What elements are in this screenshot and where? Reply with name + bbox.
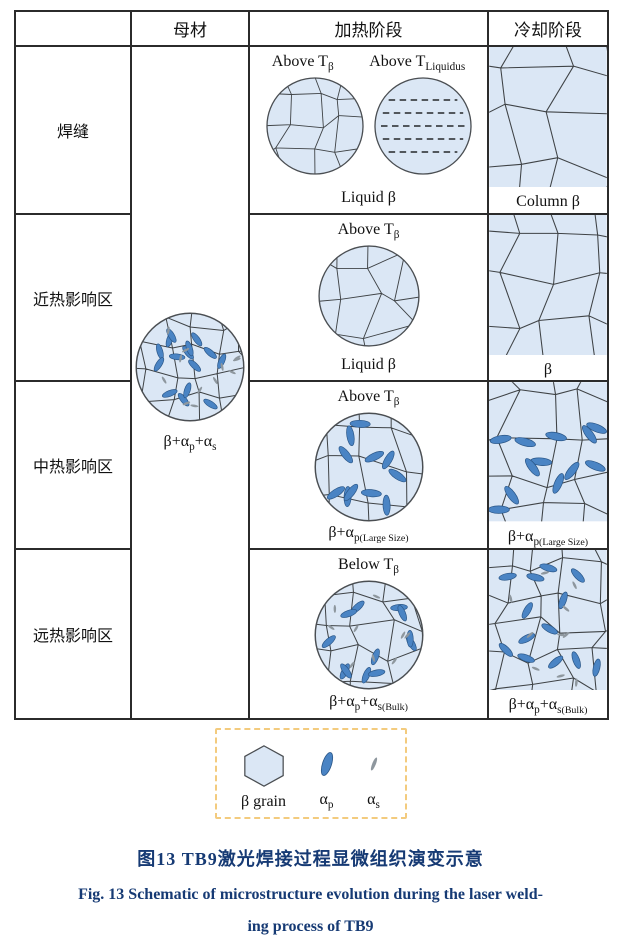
row-label-mid-haz: 中热影响区 <box>16 382 132 550</box>
cell-mid-haz-cooling: β+αp(Large Size) <box>489 382 609 550</box>
caption-english-line2: ing process of TB9 <box>247 918 374 935</box>
micro-far-haz-heating <box>314 580 423 690</box>
weld-cooling-bottom-label: Column β <box>516 193 580 210</box>
corner-cell <box>16 12 132 47</box>
mid-haz-circles <box>313 411 425 523</box>
base-material-label: β+αp+αs <box>163 433 217 454</box>
header-heating-stage: 加热阶段 <box>250 12 489 47</box>
base-material-cell: β+αp+αs <box>132 47 250 720</box>
micro-far-haz-cooling <box>489 550 607 690</box>
mid-haz-top-label: Above Tβ <box>337 388 400 409</box>
near-haz-cooling-bottom-label: β <box>543 361 553 378</box>
row-label-weld-seam: 焊缝 <box>16 47 132 215</box>
weld-heating-top-labels: Above Tβ Above TLiquidus <box>254 51 483 73</box>
cell-near-haz-heating: Above Tβ Liquid β <box>250 215 489 382</box>
far-haz-top-label: Below Tβ <box>338 556 399 577</box>
cell-weld-heating: Above Tβ Above TLiquidus Liquid β <box>250 47 489 215</box>
row-label-far-haz: 远热影响区 <box>16 550 132 720</box>
cell-near-haz-cooling: β <box>489 215 609 382</box>
beta-grain-shape-box <box>241 742 287 790</box>
alpha-p-ellipse-icon <box>320 752 333 776</box>
far-haz-cooling-bottom-label: β+αp+αs(Bulk) <box>508 696 588 717</box>
mid-haz-heating-bottom-label: β+αp(Large Size) <box>328 524 409 545</box>
cell-mid-haz-heating: Above Tβ β+αp(Large Size) <box>250 382 489 550</box>
cell-weld-cooling: Column β <box>489 47 609 215</box>
label-above-t-beta: Above Tβ <box>271 53 334 74</box>
mid-haz-cooling-bottom-label: β+αp(Large Size) <box>507 527 589 548</box>
legend: β grain αp αs <box>214 728 407 820</box>
legend-item-alpha-p: αp <box>317 740 337 811</box>
alpha-s-shape-box <box>367 740 381 788</box>
cell-far-haz-heating: Below Tβ β+αp+αs(Bulk) <box>250 550 489 720</box>
legend-item-beta-grain: β grain <box>241 742 287 811</box>
micro-near-haz-heating <box>317 245 420 347</box>
near-haz-top-label: Above Tβ <box>337 221 400 242</box>
weld-heating-bottom-label: Liquid β <box>341 189 396 206</box>
caption-chinese: 图13 TB9激光焊接过程显微组织演变示意 <box>137 849 484 869</box>
legend-item-alpha-s: αs <box>367 740 381 811</box>
row-label-near-haz: 近热影响区 <box>16 215 132 382</box>
near-haz-heating-bottom-label: Liquid β <box>341 356 396 373</box>
label-above-t-liquidus: Above TLiquidus <box>369 53 466 74</box>
base-material-micro-diagram <box>135 312 245 422</box>
beta-grain-hexagon-icon <box>243 745 284 788</box>
micro-mid-haz-heating <box>314 412 423 522</box>
header-cooling-stage: 冷却阶段 <box>489 12 609 47</box>
micro-weld-heating-grains <box>265 77 364 175</box>
micro-near-haz-cooling <box>489 215 607 355</box>
alpha-s-sliver-icon <box>370 757 377 771</box>
alpha-p-shape-box <box>317 740 337 788</box>
header-base-material: 母材 <box>132 12 250 47</box>
caption-english-line1: Fig. 13 Schematic of microstructure evol… <box>78 886 543 903</box>
weld-heating-circles <box>265 76 473 176</box>
cell-far-haz-cooling: β+αp+αs(Bulk) <box>489 550 609 720</box>
far-haz-heating-bottom-label: β+αp+αs(Bulk) <box>329 692 408 713</box>
microstructure-table: 母材 加热阶段 冷却阶段 焊缝 近热影响区 中热影响区 远热影响区 β+αp+α… <box>14 10 609 720</box>
legend-label-alpha-p: αp <box>319 791 334 812</box>
far-haz-circles <box>313 579 425 691</box>
micro-weld-cooling-column-beta <box>489 47 607 187</box>
legend-label-alpha-s: αs <box>367 791 380 812</box>
legend-label-beta-grain: β grain <box>240 793 286 811</box>
micro-weld-heating-liquid <box>373 77 472 175</box>
near-haz-circles <box>317 244 421 348</box>
micro-mid-haz-cooling <box>489 382 607 522</box>
